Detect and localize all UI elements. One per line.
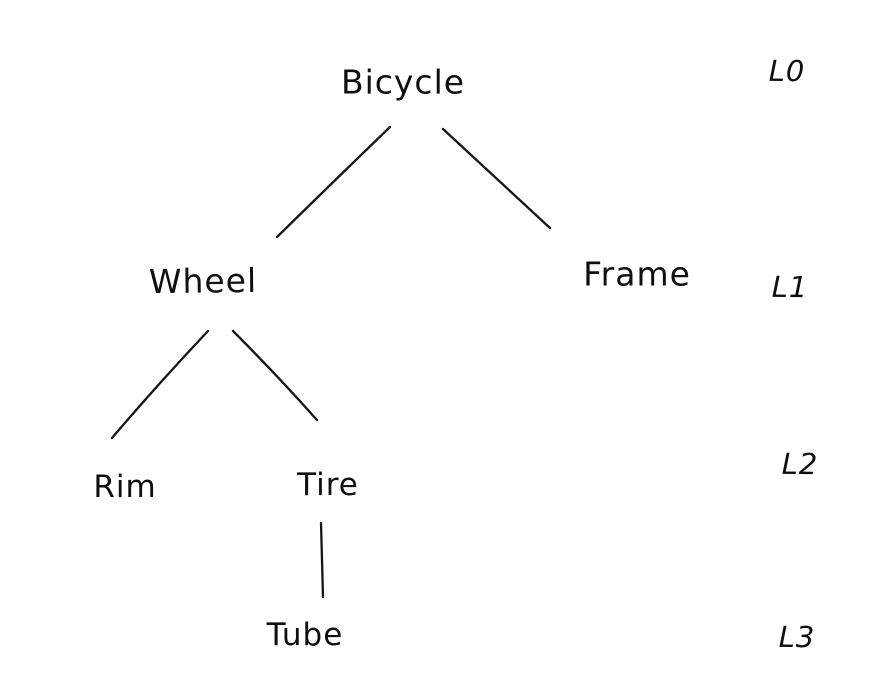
edge-wheel-tire [231, 329, 319, 422]
edge-tire-tube [319, 521, 325, 599]
node-rim: Rim [93, 469, 157, 505]
level-label-l2: L2 [781, 446, 819, 482]
level-label-l3: L3 [778, 619, 816, 655]
node-tube: Tube [266, 617, 344, 653]
node-bicycle: Bicycle [340, 62, 466, 102]
level-label-l0: L0 [768, 53, 806, 89]
edge-bicycle-wheel [275, 125, 392, 239]
node-tire: Tire [297, 467, 359, 503]
node-frame: Frame [583, 254, 691, 294]
node-wheel: Wheel [148, 260, 258, 302]
edge-bicycle-frame [441, 127, 552, 230]
edge-wheel-rim [110, 329, 210, 440]
level-label-l1: L1 [771, 269, 809, 305]
